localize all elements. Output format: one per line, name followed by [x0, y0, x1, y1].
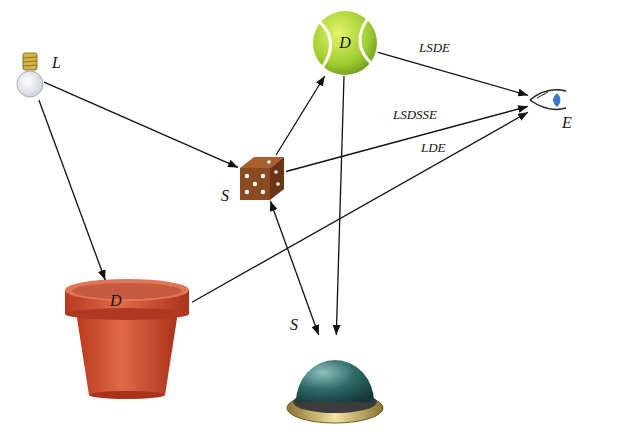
light-path-arrow: [39, 100, 105, 280]
specular-surface: S: [285, 335, 385, 425]
light-path-arrow: [378, 52, 528, 95]
light-path-arrow: [336, 76, 344, 335]
specular-surface: S: [238, 155, 286, 201]
path-label: LSDSSE: [392, 107, 438, 122]
surface-letter: E: [562, 114, 572, 132]
surface-letter: L: [52, 54, 61, 72]
light-path-arrow: [270, 201, 318, 335]
eye-node: E: [528, 88, 568, 114]
light-path-arrow: [276, 76, 325, 155]
surface-letter: S: [290, 316, 298, 334]
path-label: LSDE: [418, 40, 451, 55]
flower-pot: [65, 279, 189, 399]
surface-letter: D: [110, 292, 122, 310]
light-source: L: [16, 52, 44, 100]
diffuse-surface: D: [62, 280, 192, 398]
surface-letter: D: [339, 34, 351, 52]
light-path-arrow: [286, 106, 528, 171]
eye-symbol: [530, 90, 566, 110]
diffuse-surface: D: [312, 10, 378, 76]
path-label: LDE: [420, 140, 447, 155]
die: [240, 157, 284, 200]
light-bulb: [17, 53, 43, 97]
surface-letter: S: [221, 187, 229, 205]
light-path-arrow: [44, 82, 238, 167]
light-path-arrow: [192, 112, 528, 302]
button: [287, 360, 383, 423]
tennis-ball: [313, 11, 377, 75]
